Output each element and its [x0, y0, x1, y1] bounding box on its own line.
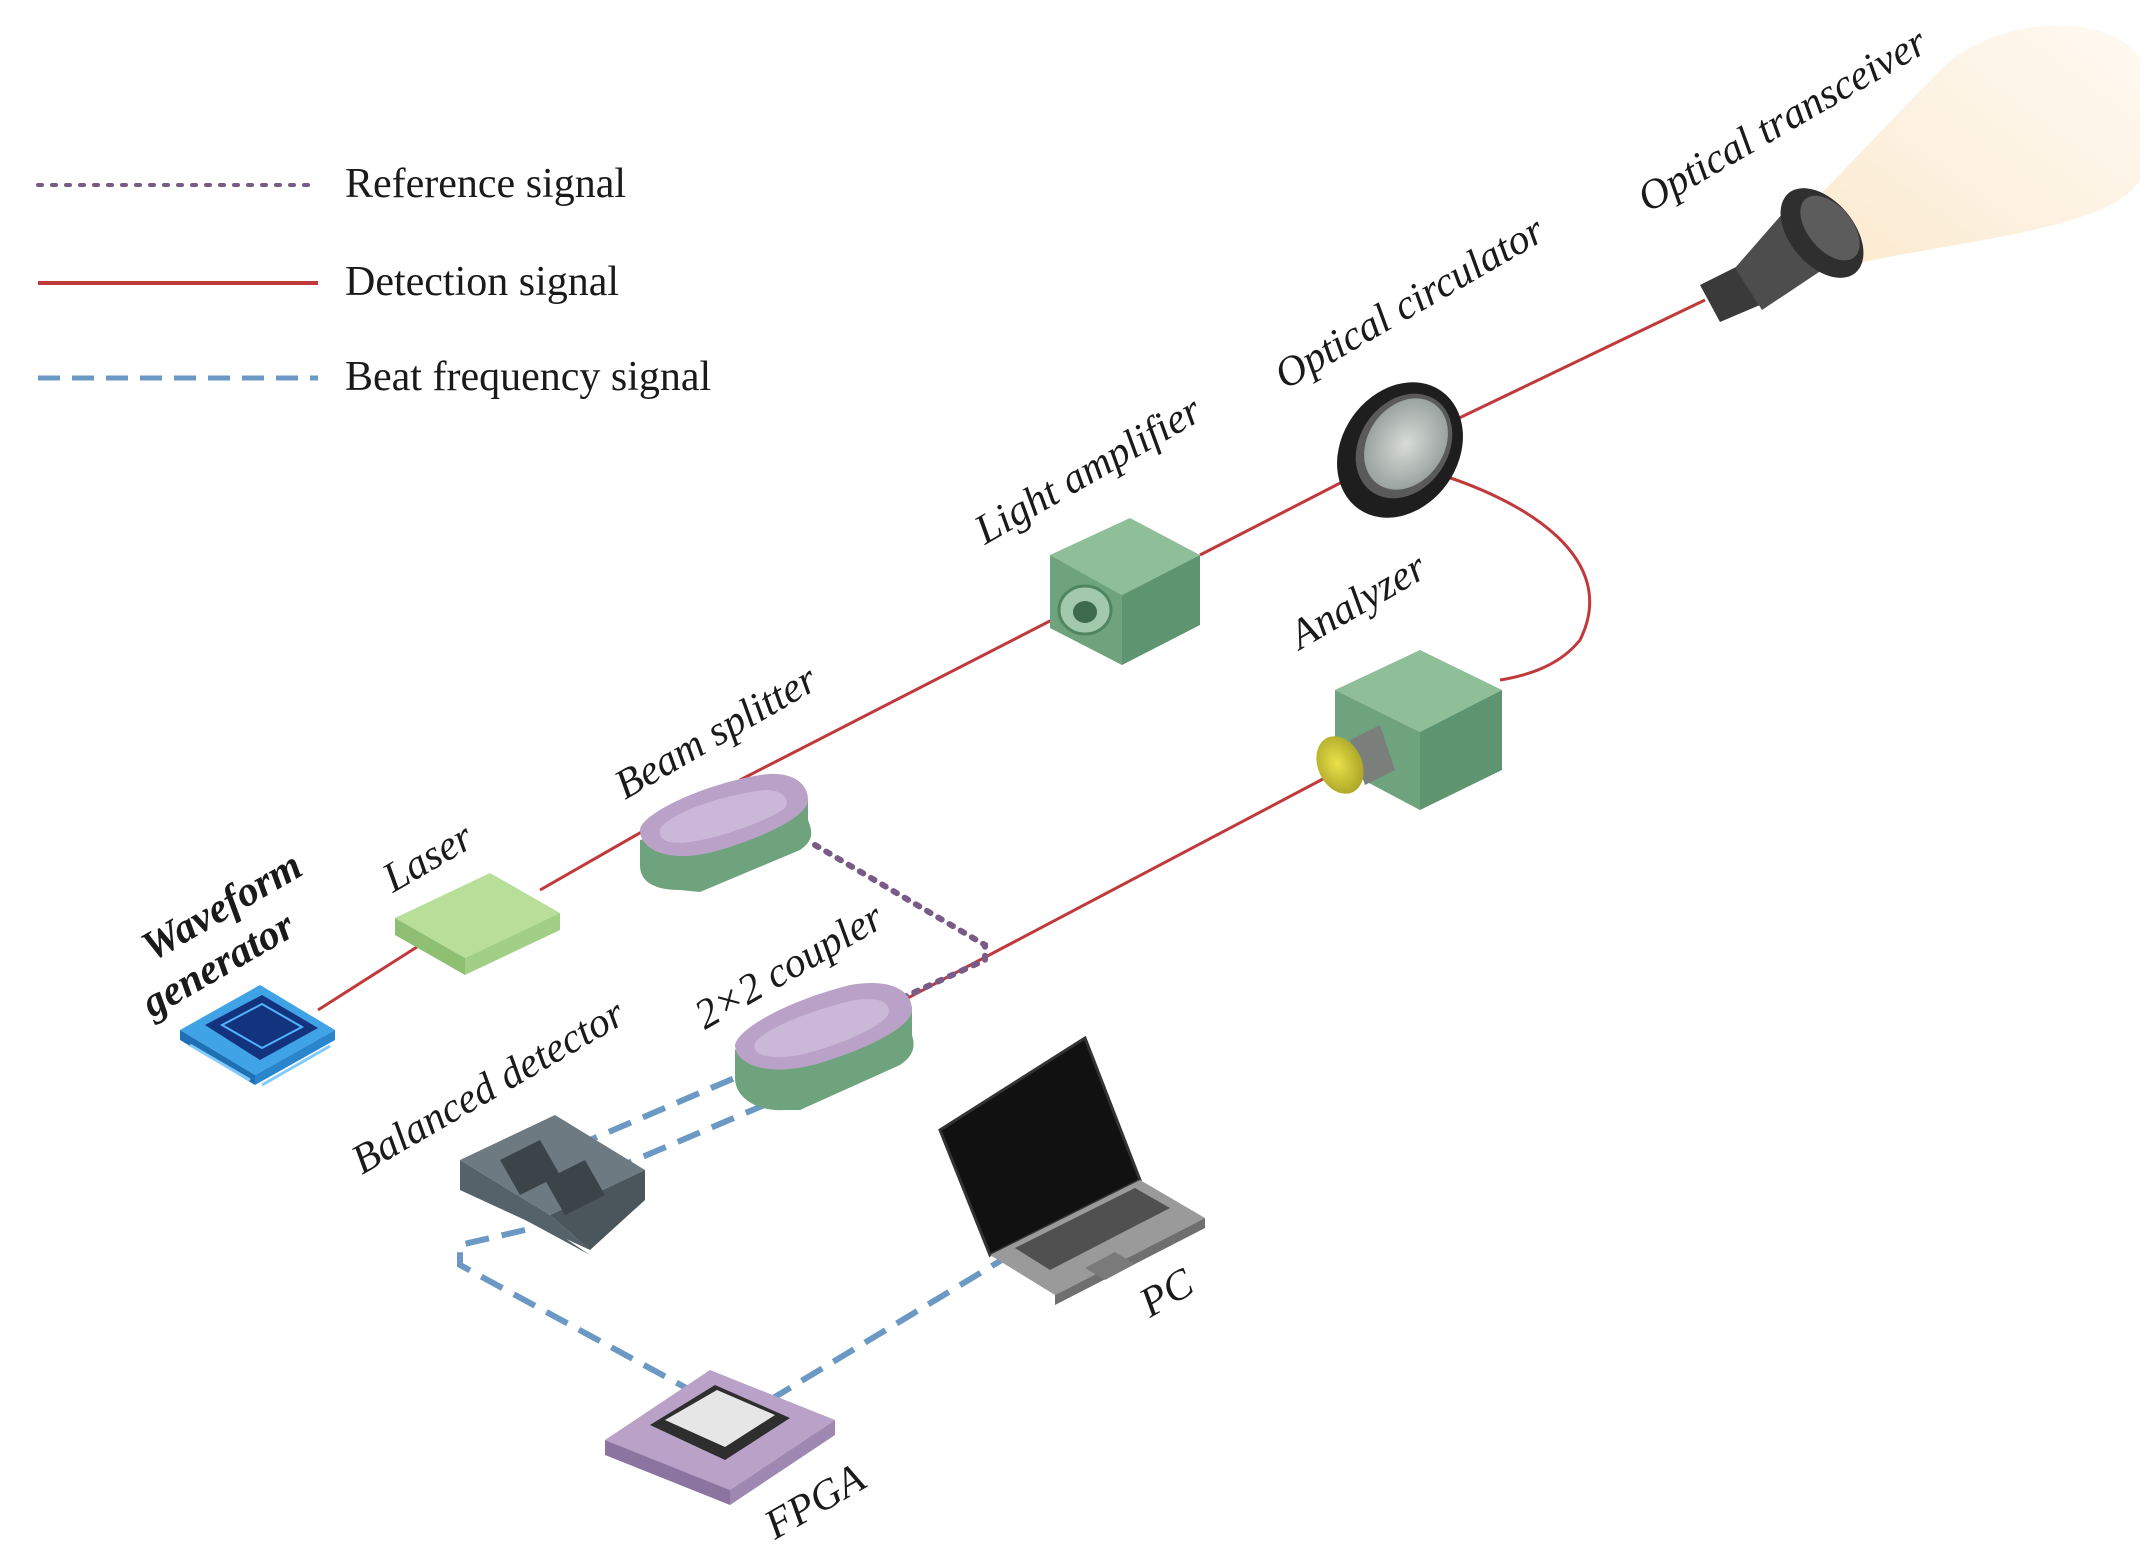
- legend-label-reference: Reference signal: [345, 161, 626, 207]
- waveform-generator: Waveform generator: [133, 843, 335, 1087]
- pc-label: PC: [1131, 1259, 1202, 1327]
- detection-line-circulator-transceiver: [1454, 298, 1706, 422]
- beat-line-fpga-pc: [768, 1252, 1012, 1403]
- detection-line-amplifier-circulator: [1199, 476, 1351, 557]
- detection-curve-circulator-analyzer: [1424, 468, 1592, 682]
- splitter-box-icon: [640, 773, 812, 892]
- analyzer: Analyzer: [1279, 544, 1502, 810]
- optical-circulator: Optical circulator: [1267, 207, 1553, 518]
- analyzer-cube-icon: [1316, 650, 1502, 810]
- laser: Laser: [374, 814, 560, 975]
- laser-box-icon: [395, 873, 560, 975]
- chip-icon: [180, 985, 335, 1087]
- balanced-detector: Balanced detector: [344, 990, 645, 1255]
- detection-line-generator-laser: [317, 943, 421, 1012]
- legend-label-detection: Detection signal: [345, 259, 619, 305]
- fpga-chip-icon: [605, 1370, 835, 1505]
- transceiver-beam: [1815, 25, 2140, 266]
- detection-line-splitter-amplifier: [739, 601, 1086, 782]
- legend-label-beat: Beat frequency signal: [345, 354, 711, 400]
- lens-horn-icon: [1700, 188, 1864, 322]
- analyzer-label: Analyzer: [1279, 544, 1434, 660]
- optical-circulator-label: Optical circulator: [1267, 207, 1553, 399]
- legend-item-reference: Reference signal: [36, 161, 626, 207]
- fpga: FPGA: [605, 1370, 873, 1549]
- circulator-ring-icon: [1337, 382, 1463, 518]
- detector-block-icon: [460, 1115, 645, 1255]
- coupler-box-icon: [735, 982, 914, 1111]
- pc: PC: [938, 1035, 1205, 1327]
- laptop-icon: [938, 1035, 1205, 1305]
- beat-line-detector-fpga: [457, 1227, 692, 1393]
- legend-item-detection: Detection signal: [38, 259, 619, 305]
- beam-splitter: Beam splitter: [607, 656, 826, 892]
- amplifier-cube-icon: [1050, 518, 1200, 665]
- legend-item-beat: Beat frequency signal: [38, 354, 711, 400]
- legend: Reference signal Detection signal Beat f…: [36, 161, 711, 400]
- light-amplifier: Light amplifier: [966, 387, 1210, 665]
- light-amplifier-label: Light amplifier: [966, 387, 1210, 554]
- coupler: 2×2 coupler: [687, 894, 914, 1111]
